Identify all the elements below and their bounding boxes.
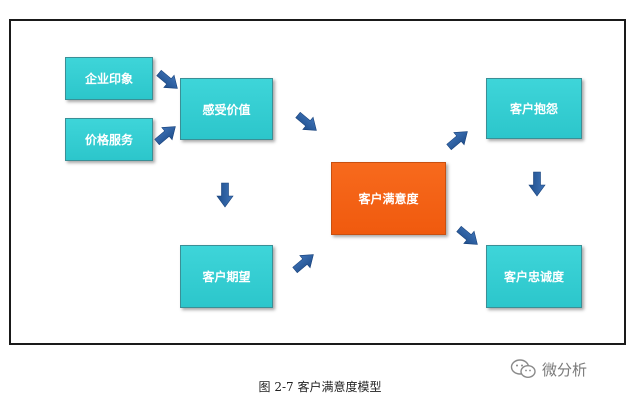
node-customer-expectation-label: 客户期望 [202, 270, 251, 284]
figure-caption: 图 2-7 客户满意度模型 [258, 380, 382, 394]
wechat-icon [510, 359, 536, 379]
watermark: 微分析 [510, 357, 587, 381]
arrow-expectation-to-satisfaction [289, 248, 319, 277]
node-customer-satisfaction-label: 客户满意度 [358, 192, 419, 206]
node-customer-loyalty: 客户忠诚度 [486, 245, 582, 308]
arrow-complaint-to-loyalty [528, 171, 546, 197]
arrow-value-to-satisfaction [292, 108, 322, 137]
node-corporate-image-label: 企业印象 [84, 72, 133, 86]
node-price-service-label: 价格服务 [84, 133, 133, 147]
arrow-image-to-value [153, 66, 183, 95]
node-customer-expectation: 客户期望 [180, 245, 273, 308]
watermark-text: 微分析 [542, 360, 588, 379]
node-customer-satisfaction: 客户满意度 [331, 162, 446, 235]
node-perceived-value-label: 感受价值 [202, 102, 251, 117]
node-corporate-image: 企业印象 [65, 57, 153, 100]
node-customer-loyalty-label: 客户忠诚度 [503, 270, 564, 284]
arrow-price-to-value [151, 120, 181, 149]
arrow-satisfaction-to-loyalty [453, 222, 483, 251]
arrow-value-to-expectation [216, 182, 234, 208]
node-perceived-value: 感受价值 [180, 78, 273, 140]
node-customer-complaint-label: 客户抱怨 [509, 102, 558, 116]
node-customer-complaint: 客户抱怨 [486, 78, 582, 139]
arrow-satisfaction-to-complaint [443, 125, 473, 154]
node-price-service: 价格服务 [65, 118, 153, 161]
